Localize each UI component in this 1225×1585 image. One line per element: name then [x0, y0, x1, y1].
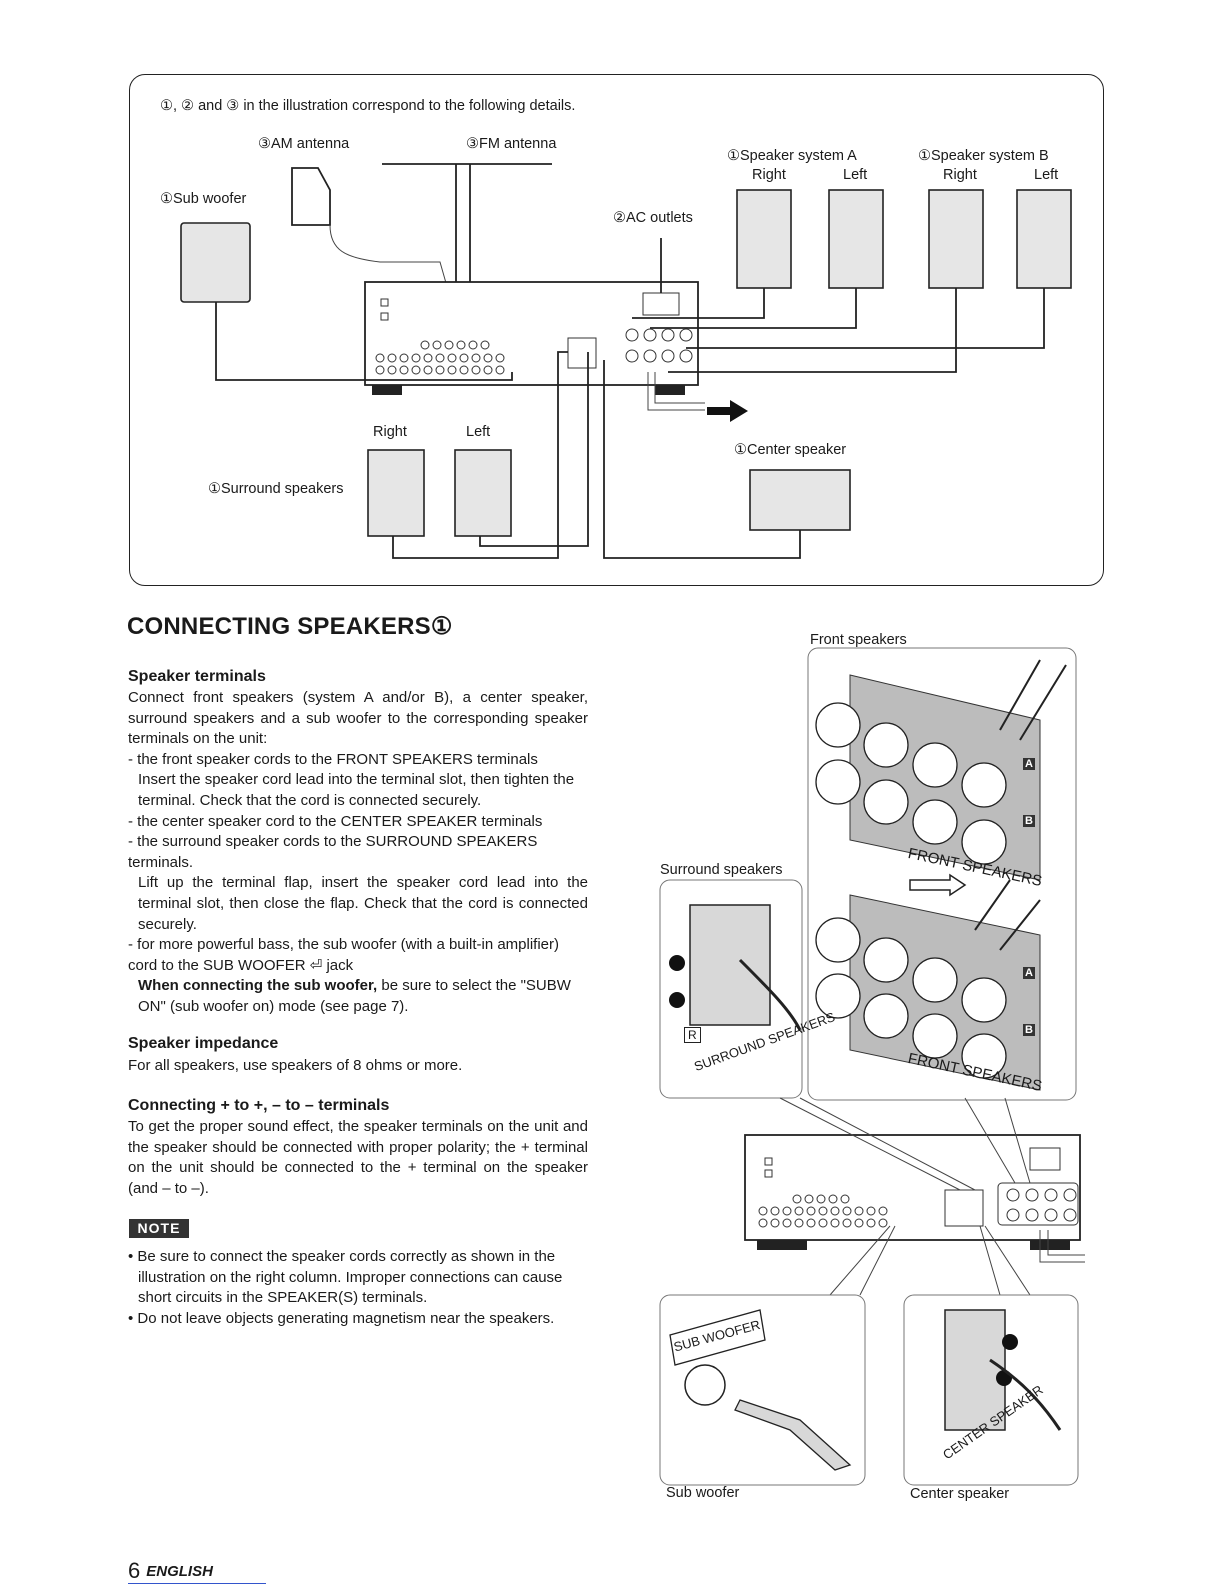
- terminal-mark-a-lower: A: [1023, 967, 1035, 979]
- surround-left-illustration: [454, 449, 512, 537]
- terminals-item-surround-detail: Lift up the terminal flap, insert the sp…: [138, 874, 588, 933]
- subwoofer-warning-bold: When connecting the sub woofer,: [138, 977, 378, 995]
- connection-diagram-panel: [129, 74, 1104, 586]
- fm-antenna-illustration: [382, 163, 552, 290]
- speaker-terminals-body: Connect front speakers (system A and/or …: [128, 688, 588, 1018]
- speaker-system-b-label: ①Speaker system B: [918, 148, 1049, 164]
- speaker-a-right-illustration: [736, 189, 792, 289]
- footer-language: ENGLISH: [146, 1563, 213, 1580]
- page-number: 6: [128, 1558, 141, 1583]
- surround-speakers-label: ①Surround speakers: [208, 481, 344, 497]
- surround-left-label: Left: [466, 424, 491, 440]
- impedance-heading: Speaker impedance: [128, 1035, 279, 1052]
- page-footer: 6 ENGLISH: [128, 1558, 213, 1584]
- subwoofer-warning-rest: be sure to select the "SUBW ON" (sub woo…: [138, 977, 571, 1015]
- speaker-b-left-illustration: [1016, 189, 1072, 289]
- speaker-b-right-label: Right: [943, 167, 977, 183]
- terminal-mark-a-upper: A: [1023, 758, 1035, 770]
- front-speakers-label: Front speakers: [810, 632, 907, 648]
- speaker-a-left-label: Left: [843, 167, 868, 183]
- surround-right-illustration: [367, 449, 425, 537]
- ac-outlets-label: ②AC outlets: [613, 210, 693, 226]
- footer-underline: [128, 1583, 266, 1584]
- terminals-item-subwoofer: - for more powerful bass, the sub woofer…: [128, 936, 560, 974]
- polarity-heading: Connecting + to +, – to – terminals: [128, 1097, 390, 1114]
- center-speaker-illustration: [749, 469, 851, 531]
- note-item: • Do not leave objects generating magnet…: [128, 1309, 555, 1327]
- arrow-icon: [707, 400, 748, 422]
- note-item: • Be sure to connect the speaker cords c…: [128, 1248, 563, 1307]
- surround-mark-r: R: [684, 1027, 701, 1043]
- plus-icon: [669, 955, 685, 971]
- section-title: CONNECTING SPEAKERS①: [127, 613, 453, 640]
- terminals-item-center: - the center speaker cord to the CENTER …: [128, 812, 543, 830]
- terminals-item-front: - the front speaker cords to the FRONT S…: [128, 750, 538, 768]
- polarity-text: To get the proper sound effect, the spea…: [128, 1118, 588, 1197]
- diagram-intro: ①, ② and ③ in the illustration correspon…: [160, 98, 576, 114]
- surround-speakers-caption: Surround speakers: [660, 862, 783, 878]
- speaker-system-a-label: ①Speaker system A: [727, 148, 857, 164]
- note-list: • Be sure to connect the speaker cords c…: [128, 1247, 590, 1329]
- fm-antenna-label: ③FM antenna: [466, 136, 557, 152]
- speaker-b-left-label: Left: [1034, 167, 1059, 183]
- note-badge: NOTE: [129, 1219, 189, 1238]
- terminals-item-surround: - the surround speaker cords to the SURR…: [128, 833, 538, 871]
- minus-icon: [669, 992, 685, 1008]
- terminals-intro: Connect front speakers (system A and/or …: [128, 689, 588, 748]
- center-speaker-caption: Center speaker: [910, 1486, 1010, 1502]
- surround-right-label: Right: [373, 424, 407, 440]
- am-antenna-label: ③AM antenna: [258, 136, 350, 152]
- terminal-mark-b-upper: B: [1023, 815, 1035, 827]
- speaker-terminals-heading: Speaker terminals: [128, 668, 266, 685]
- terminals-item-front-detail: Insert the speaker cord lead into the te…: [138, 771, 575, 809]
- sub-woofer-label: ①Sub woofer: [160, 191, 247, 207]
- speaker-a-right-label: Right: [752, 167, 786, 183]
- speaker-b-right-illustration: [928, 189, 984, 289]
- sub-woofer-caption: Sub woofer: [666, 1485, 740, 1501]
- impedance-text: For all speakers, use speakers of 8 ohms…: [128, 1057, 463, 1074]
- terminal-mark-b-lower: B: [1023, 1024, 1035, 1036]
- center-speaker-label: ①Center speaker: [734, 442, 847, 458]
- am-antenna-illustration: [291, 167, 331, 226]
